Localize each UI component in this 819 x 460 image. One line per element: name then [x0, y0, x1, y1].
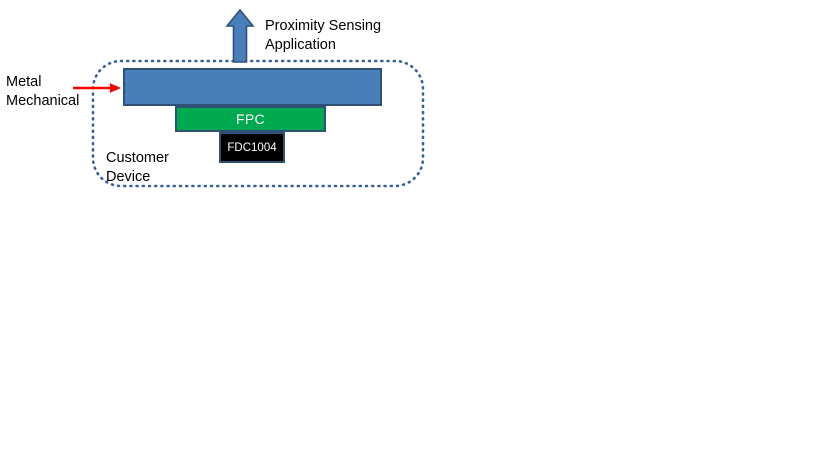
- fpc-block: FPC: [175, 106, 326, 132]
- fpc-block-label: FPC: [236, 111, 265, 127]
- metal-mechanical-block: [123, 68, 382, 106]
- proximity-sensing-label: Proximity Sensing Application: [265, 18, 382, 53]
- fdc1004-block: FDC1004: [219, 132, 285, 163]
- fdc1004-block-label: FDC1004: [227, 141, 277, 154]
- metal-mechanical-label: Metal Mechanical: [6, 74, 80, 109]
- customer-device-label: Customer Device: [106, 150, 169, 185]
- proximity-up-arrow: [225, 8, 255, 63]
